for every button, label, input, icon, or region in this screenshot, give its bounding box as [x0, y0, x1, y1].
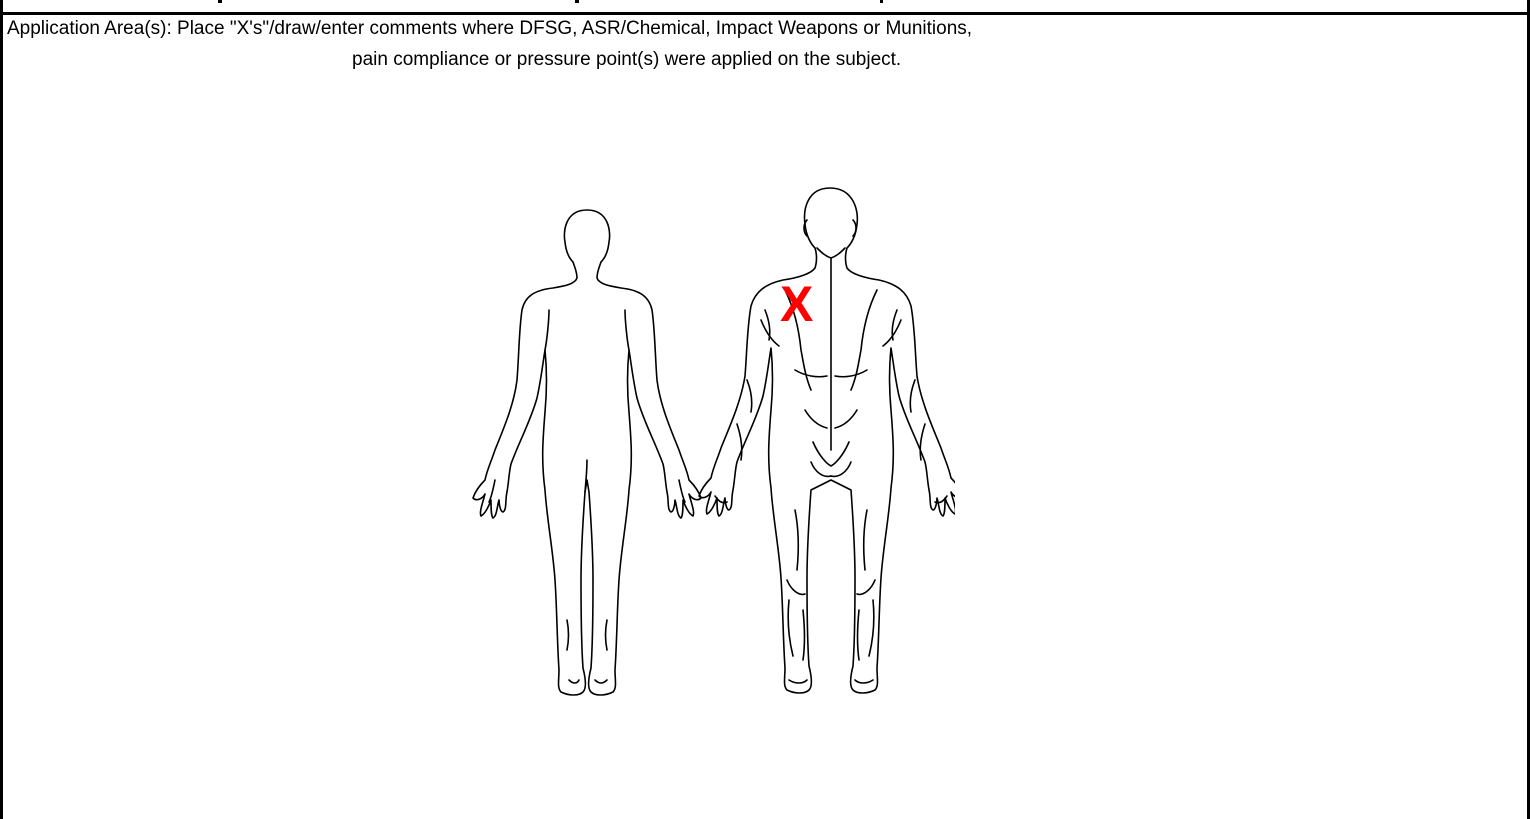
cut-off-previous-row — [0, 0, 1530, 3]
body-back-view[interactable] — [699, 188, 955, 693]
body-front-view[interactable] — [473, 210, 701, 695]
pain-compliance-mark-x[interactable]: X — [780, 276, 813, 332]
application-area-instructions-line-2: pain compliance or pressure point(s) wer… — [352, 48, 901, 72]
section-top-border — [0, 0, 1530, 15]
application-area-instructions-line-1: Application Area(s): Place "X's"/draw/en… — [7, 17, 972, 41]
body-diagram[interactable] — [465, 180, 955, 705]
